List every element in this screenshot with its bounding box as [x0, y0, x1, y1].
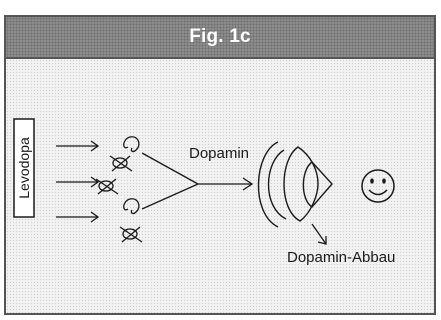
- levodopa-label: Levodopa: [16, 137, 32, 199]
- dopamin-pathway: [141, 152, 254, 210]
- smiley-icon: [361, 169, 395, 203]
- dopamin-label: Dopamin: [189, 145, 249, 162]
- diagram-canvas: Levodopa: [13, 118, 395, 266]
- target-receptor-icon: [257, 141, 333, 228]
- inactive-receptor-icon: [95, 155, 143, 243]
- degradation-label: Dopamin-Abbau: [287, 249, 395, 266]
- levodopa-arrows: [56, 140, 100, 223]
- figure-header: Fig. 1c: [6, 17, 434, 59]
- figure-title: Fig. 1c: [189, 26, 251, 47]
- degradation-arrow: [311, 223, 327, 245]
- levodopa-box: Levodopa: [13, 118, 35, 218]
- active-receptor-icon: [123, 136, 140, 215]
- figure-panel: Fig. 1c Levodopa: [4, 15, 436, 315]
